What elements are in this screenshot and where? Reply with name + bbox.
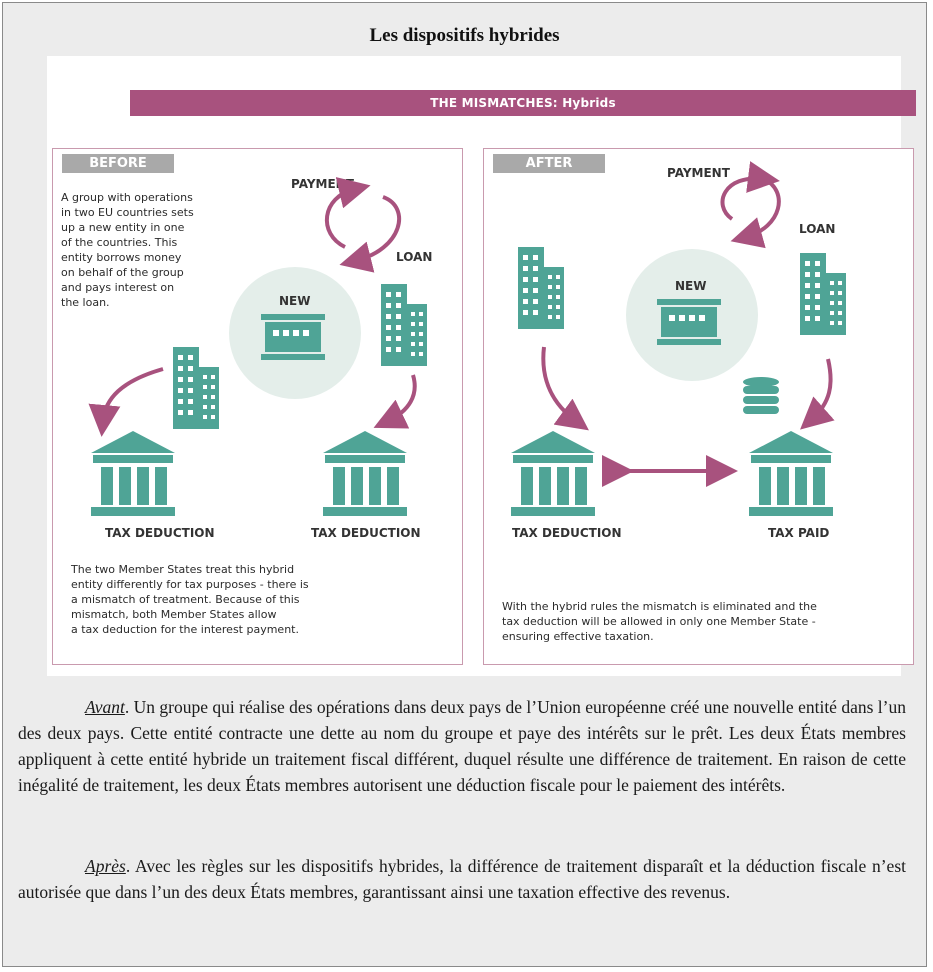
avant-lead: Avant: [85, 697, 125, 717]
before-tax-right-label: TAX DEDUCTION: [311, 526, 421, 540]
box-title: Les dispositifs hybrides: [369, 25, 560, 46]
before-tax-left-label: TAX DEDUCTION: [105, 526, 215, 540]
after-arrows: [541, 161, 835, 487]
apres-text: . Avec les règles sur les dispositifs hy…: [18, 856, 906, 902]
after-tag: AFTER: [493, 154, 605, 173]
apres-lead: Après: [85, 856, 126, 876]
after-footer: With the hybrid rules the mismatch is el…: [502, 600, 817, 643]
avant-text: . Un groupe qui réalise des opérations d…: [18, 697, 906, 795]
after-payment-label: PAYMENT: [667, 166, 730, 180]
before-loan-label: LOAN: [396, 250, 433, 264]
before-arrows: [88, 177, 417, 437]
after-tax-left-label: TAX DEDUCTION: [512, 526, 622, 540]
before-tag: BEFORE: [62, 154, 174, 173]
coins-icon: [743, 377, 779, 414]
before-footer: The two Member States treat this hybrid …: [71, 563, 309, 636]
avant-paragraph: Avant. Un groupe qui réalise des opérati…: [18, 694, 906, 798]
infographic-banner: THE MISMATCHES: Hybrids: [130, 90, 916, 116]
before-description: A group with operations in two EU countr…: [61, 191, 194, 309]
apres-paragraph: Après. Avec les règles sur les dispositi…: [18, 853, 906, 905]
after-loan-label: LOAN: [799, 222, 836, 236]
after-panel: AFTER PAYMENT LOAN NEW TAX DEDUCTION TAX…: [483, 148, 914, 665]
after-new-label: NEW: [675, 279, 707, 293]
after-tax-right-label: TAX PAID: [768, 526, 830, 540]
before-new-label: NEW: [279, 294, 311, 308]
before-panel: BEFORE A group with operations in two EU…: [52, 148, 463, 665]
